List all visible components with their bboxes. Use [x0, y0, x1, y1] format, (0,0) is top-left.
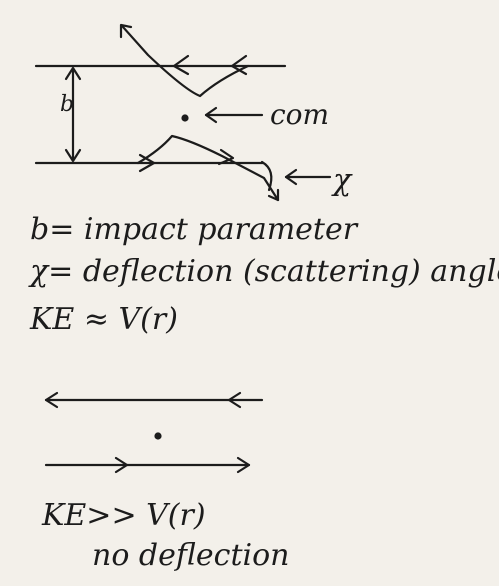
deflection-angle-label: χ — [333, 163, 352, 198]
impact-parameter-top-arrowhead — [64, 66, 82, 81]
upper-outgoing-arrowhead — [119, 23, 133, 39]
top-diagram — [34, 23, 332, 202]
com-label: com — [270, 98, 330, 131]
lower-right-direction-arrow — [217, 148, 235, 166]
upper-left-direction-arrow — [172, 54, 190, 76]
energy-comparable-condition: KE ≈ V(r) — [30, 302, 178, 337]
no-deflection-note: no deflection — [92, 538, 290, 573]
upper-mid-arrowhead — [227, 391, 242, 409]
lower-deflected-trajectory — [136, 134, 280, 202]
energy-dominant-condition: KE>> V(r) — [42, 498, 206, 533]
center-of-mass-dot — [181, 114, 189, 122]
lower-right-arrowhead — [236, 456, 251, 474]
impact-parameter-bottom-arrowhead — [64, 148, 82, 163]
bottom-diagram — [44, 391, 264, 474]
com-pointer-arrowhead — [204, 106, 218, 124]
upper-left-arrowhead — [44, 391, 59, 409]
lower-mid-arrowhead — [114, 456, 129, 474]
lower-outgoing-arrowhead — [267, 188, 280, 202]
deflection-angle-definition: χ= deflection (scattering) angle — [30, 254, 499, 289]
impact-parameter-label: b — [60, 92, 75, 117]
lower-left-direction-arrow — [138, 153, 156, 173]
chi-pointer-arrowhead — [284, 168, 298, 186]
center-of-mass-dot-bottom — [154, 432, 162, 440]
deflection-angle-arc — [260, 160, 273, 192]
upper-deflected-trajectory — [121, 25, 250, 98]
impact-parameter-definition: b= impact parameter — [30, 212, 358, 247]
upper-right-direction-arrow — [230, 54, 248, 76]
